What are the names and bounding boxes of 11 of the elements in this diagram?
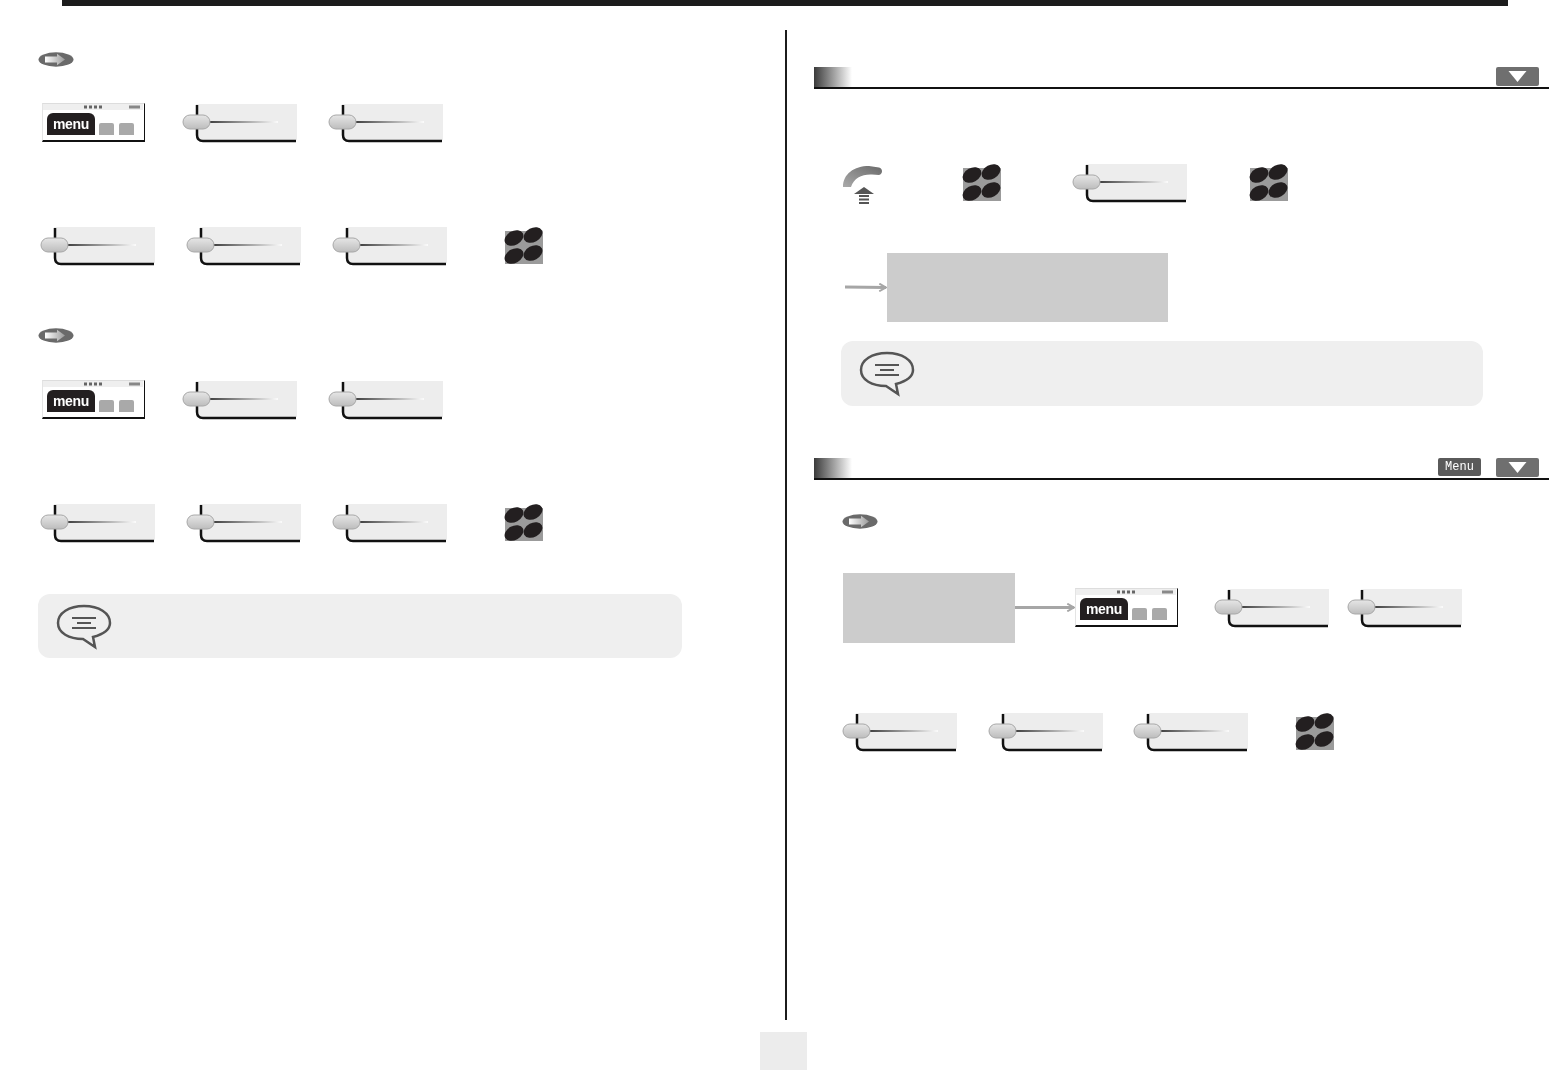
menu-tab: menu bbox=[47, 390, 95, 412]
menu-tab: menu bbox=[47, 113, 95, 135]
phone-display bbox=[42, 380, 145, 419]
phone-display bbox=[42, 103, 145, 142]
menu-tab: menu bbox=[1080, 598, 1128, 620]
blank-panel bbox=[887, 253, 1168, 322]
menu-key: Menu bbox=[1438, 458, 1481, 476]
arrow bbox=[1015, 602, 1075, 613]
phone-display bbox=[1075, 588, 1178, 627]
blank-panel bbox=[843, 573, 1015, 643]
arrow bbox=[844, 282, 887, 293]
